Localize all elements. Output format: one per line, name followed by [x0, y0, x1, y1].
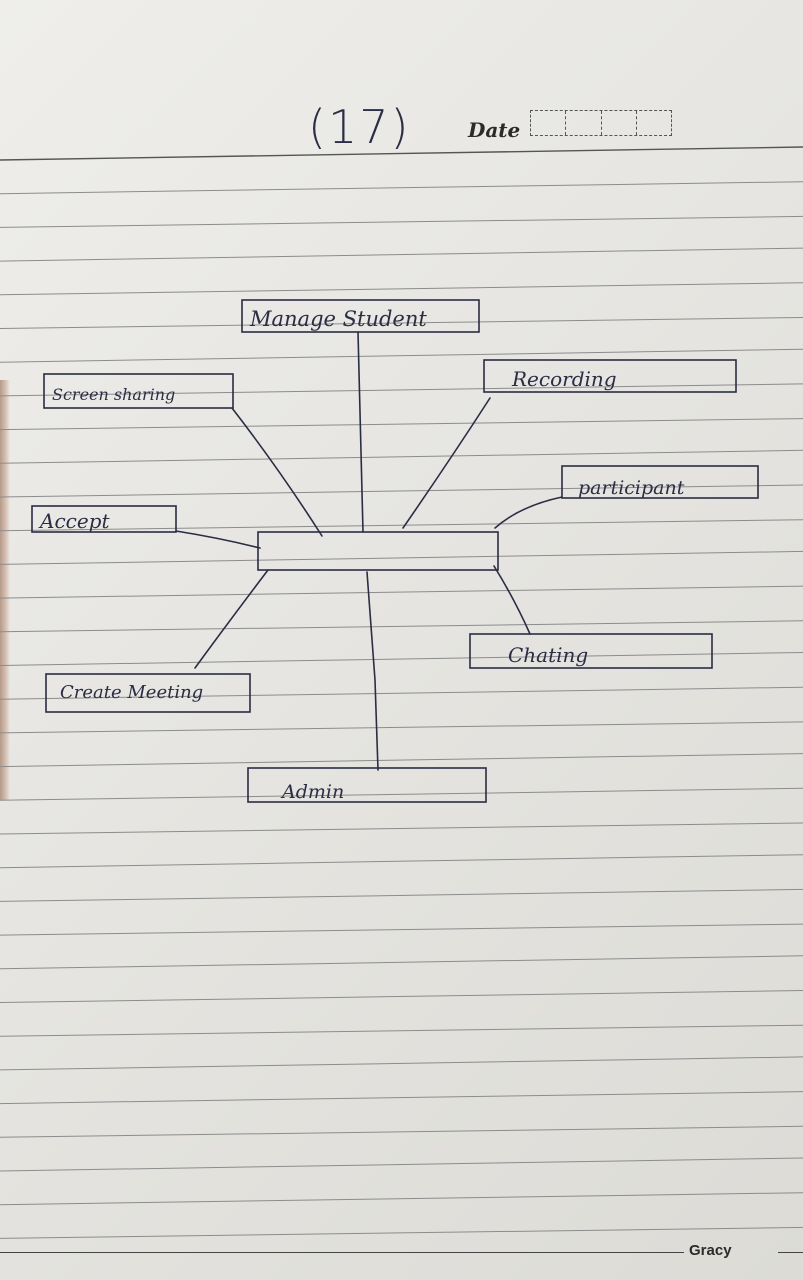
date-field	[530, 110, 672, 136]
ruled-line	[0, 652, 803, 666]
ruled-line	[0, 585, 803, 599]
node-box-recording	[483, 359, 737, 393]
node-admin: Admin	[280, 781, 344, 803]
ruled-line	[0, 348, 803, 363]
node-create-meeting: Create Meeting	[60, 682, 203, 703]
ruled-line	[0, 484, 803, 498]
edge-accept	[175, 530, 261, 549]
footer-brand: Gracy	[689, 1242, 732, 1259]
edge-screen-sharing	[231, 407, 323, 537]
ruled-line	[0, 1024, 803, 1037]
ruled-line	[0, 383, 803, 397]
ruled-line	[0, 1192, 803, 1206]
ruled-line	[0, 1091, 803, 1105]
node-chating: Chating	[508, 643, 588, 667]
ruled-line	[0, 247, 803, 262]
edge-create-meeting	[194, 569, 269, 669]
node-box-manage-student	[241, 299, 480, 333]
ruled-line	[0, 955, 803, 970]
ruled-line	[0, 1157, 803, 1172]
node-box-participant	[561, 465, 759, 499]
node-box-screen-sharing	[43, 373, 234, 409]
footer-rule-right	[778, 1252, 803, 1253]
node-manage-student: Manage Student	[249, 307, 427, 331]
date-label: Date	[468, 118, 521, 142]
node-accept: Accept	[38, 509, 110, 533]
ruled-line	[0, 146, 803, 161]
node-box-admin	[247, 767, 487, 803]
node-box-accept	[31, 505, 177, 533]
ruled-line	[0, 721, 803, 734]
node-box-chating	[469, 633, 713, 669]
edge-admin	[366, 571, 379, 771]
page-edge-shadow	[0, 380, 10, 800]
ruled-line	[0, 215, 803, 228]
node-box-create-meeting	[45, 673, 251, 713]
ruled-line	[0, 550, 803, 565]
node-screen-sharing: Screen sharing	[52, 385, 175, 404]
ruled-line	[0, 923, 803, 936]
edge-chating	[493, 565, 531, 635]
ruled-line	[0, 282, 803, 296]
ruled-line	[0, 686, 803, 700]
ruled-line	[0, 854, 803, 869]
edge-manage-student	[357, 331, 364, 533]
ruled-line	[0, 620, 803, 633]
ruled-line	[0, 753, 803, 768]
edge-participant	[494, 496, 563, 529]
footer-rule	[0, 1252, 684, 1253]
ruled-line	[0, 822, 803, 835]
ruled-line	[0, 317, 803, 329]
ruled-line	[0, 449, 803, 464]
node-recording: Recording	[511, 367, 617, 391]
ruled-line	[0, 418, 803, 431]
node-participant: participant	[578, 477, 685, 499]
node-box-teacher	[257, 531, 499, 571]
ruled-line	[0, 1125, 803, 1138]
page-number: (17)	[308, 100, 411, 154]
ruled-line	[0, 1226, 803, 1239]
edge-recording	[402, 397, 491, 529]
ruled-line	[0, 519, 803, 532]
ruled-line	[0, 990, 803, 1003]
ruled-line	[0, 787, 803, 801]
ruled-line	[0, 888, 803, 902]
ruled-line	[0, 181, 803, 195]
ruled-line	[0, 1056, 803, 1071]
